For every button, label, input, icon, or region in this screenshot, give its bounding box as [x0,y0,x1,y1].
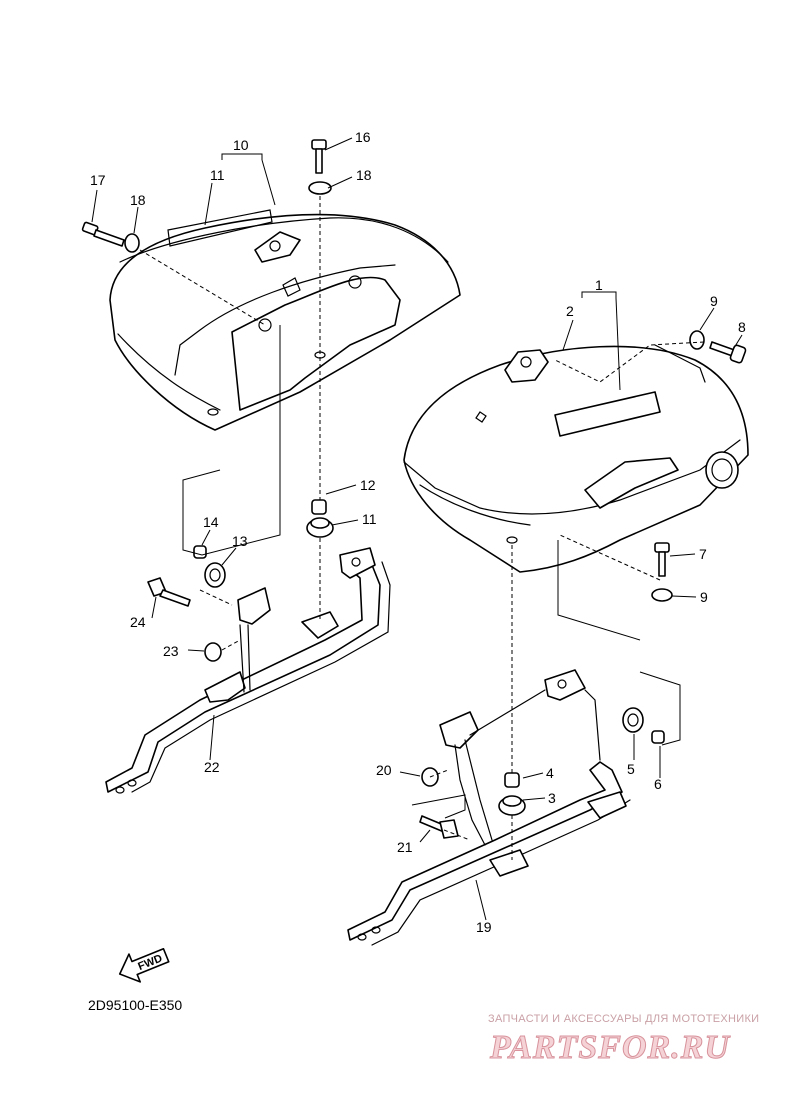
collar-15 [193,545,207,559]
callout-16: 16 [355,129,371,145]
washer-18-top [308,181,332,195]
callout-3: 3 [548,790,556,806]
left-bracket [105,547,391,794]
callout-18-top: 18 [356,167,372,183]
callout-labels: 10 11 16 18 17 18 1 2 9 8 7 9 12 11 14 1… [90,129,746,935]
bolt-7 [654,542,670,577]
callout-9-top: 9 [710,293,718,309]
bolt-24 [147,577,191,607]
leader-lines [91,137,743,921]
callout-22: 22 [204,759,220,775]
bolt-21 [419,815,459,839]
washer-18-left [124,233,140,253]
callout-23: 23 [163,643,179,659]
right-bracket [347,669,631,946]
callout-10: 10 [233,137,249,153]
left-saddlebag [109,209,461,431]
collar-4 [504,772,520,788]
callout-18-left: 18 [130,192,146,208]
callout-4: 4 [546,765,554,781]
washer-9-top [689,330,705,350]
callout-1: 1 [595,277,603,293]
bolt-8 [709,341,747,364]
callout-2: 2 [566,303,574,319]
callout-21: 21 [397,839,413,855]
callout-24: 24 [130,614,146,630]
grommet-3 [498,795,526,816]
grommet-14 [204,562,226,588]
assembly-lines [139,196,705,860]
reference-frames [182,325,681,819]
callout-6: 6 [654,776,662,792]
callout-9-bottom: 9 [700,589,708,605]
callout-5: 5 [627,761,635,777]
callout-14: 13 [232,533,248,549]
watermark-brand: PARTSFOR.RU [489,1029,731,1066]
callout-7: 7 [699,546,707,562]
watermark: ЗАПЧАСТИ И АКСЕССУАРЫ ДЛЯ МОТОТЕХНИКИ PA… [488,1013,759,1067]
grommet-5 [622,707,644,733]
bolt-17 [81,221,125,247]
right-saddlebag [403,344,749,573]
callout-19: 19 [476,919,492,935]
fwd-arrow: FWD [118,947,170,983]
callout-12: 11 [362,511,377,527]
watermark-tagline: ЗАПЧАСТИ И АКСЕССУАРЫ ДЛЯ МОТОТЕХНИКИ [488,1013,759,1025]
collar-6 [651,730,665,744]
callout-20: 20 [376,762,392,778]
washer-9-bottom [651,588,673,602]
bolt-16 [311,139,327,174]
callout-11: 11 [210,167,225,183]
diagram-code: 2D95100-E350 [88,997,182,1013]
cap-23 [204,642,222,662]
callout-15: 14 [203,514,219,530]
callout-13: 12 [360,477,376,493]
callout-17: 17 [90,172,106,188]
grommet-12 [306,517,334,538]
collar-13 [311,499,327,515]
callout-8: 8 [738,319,746,335]
